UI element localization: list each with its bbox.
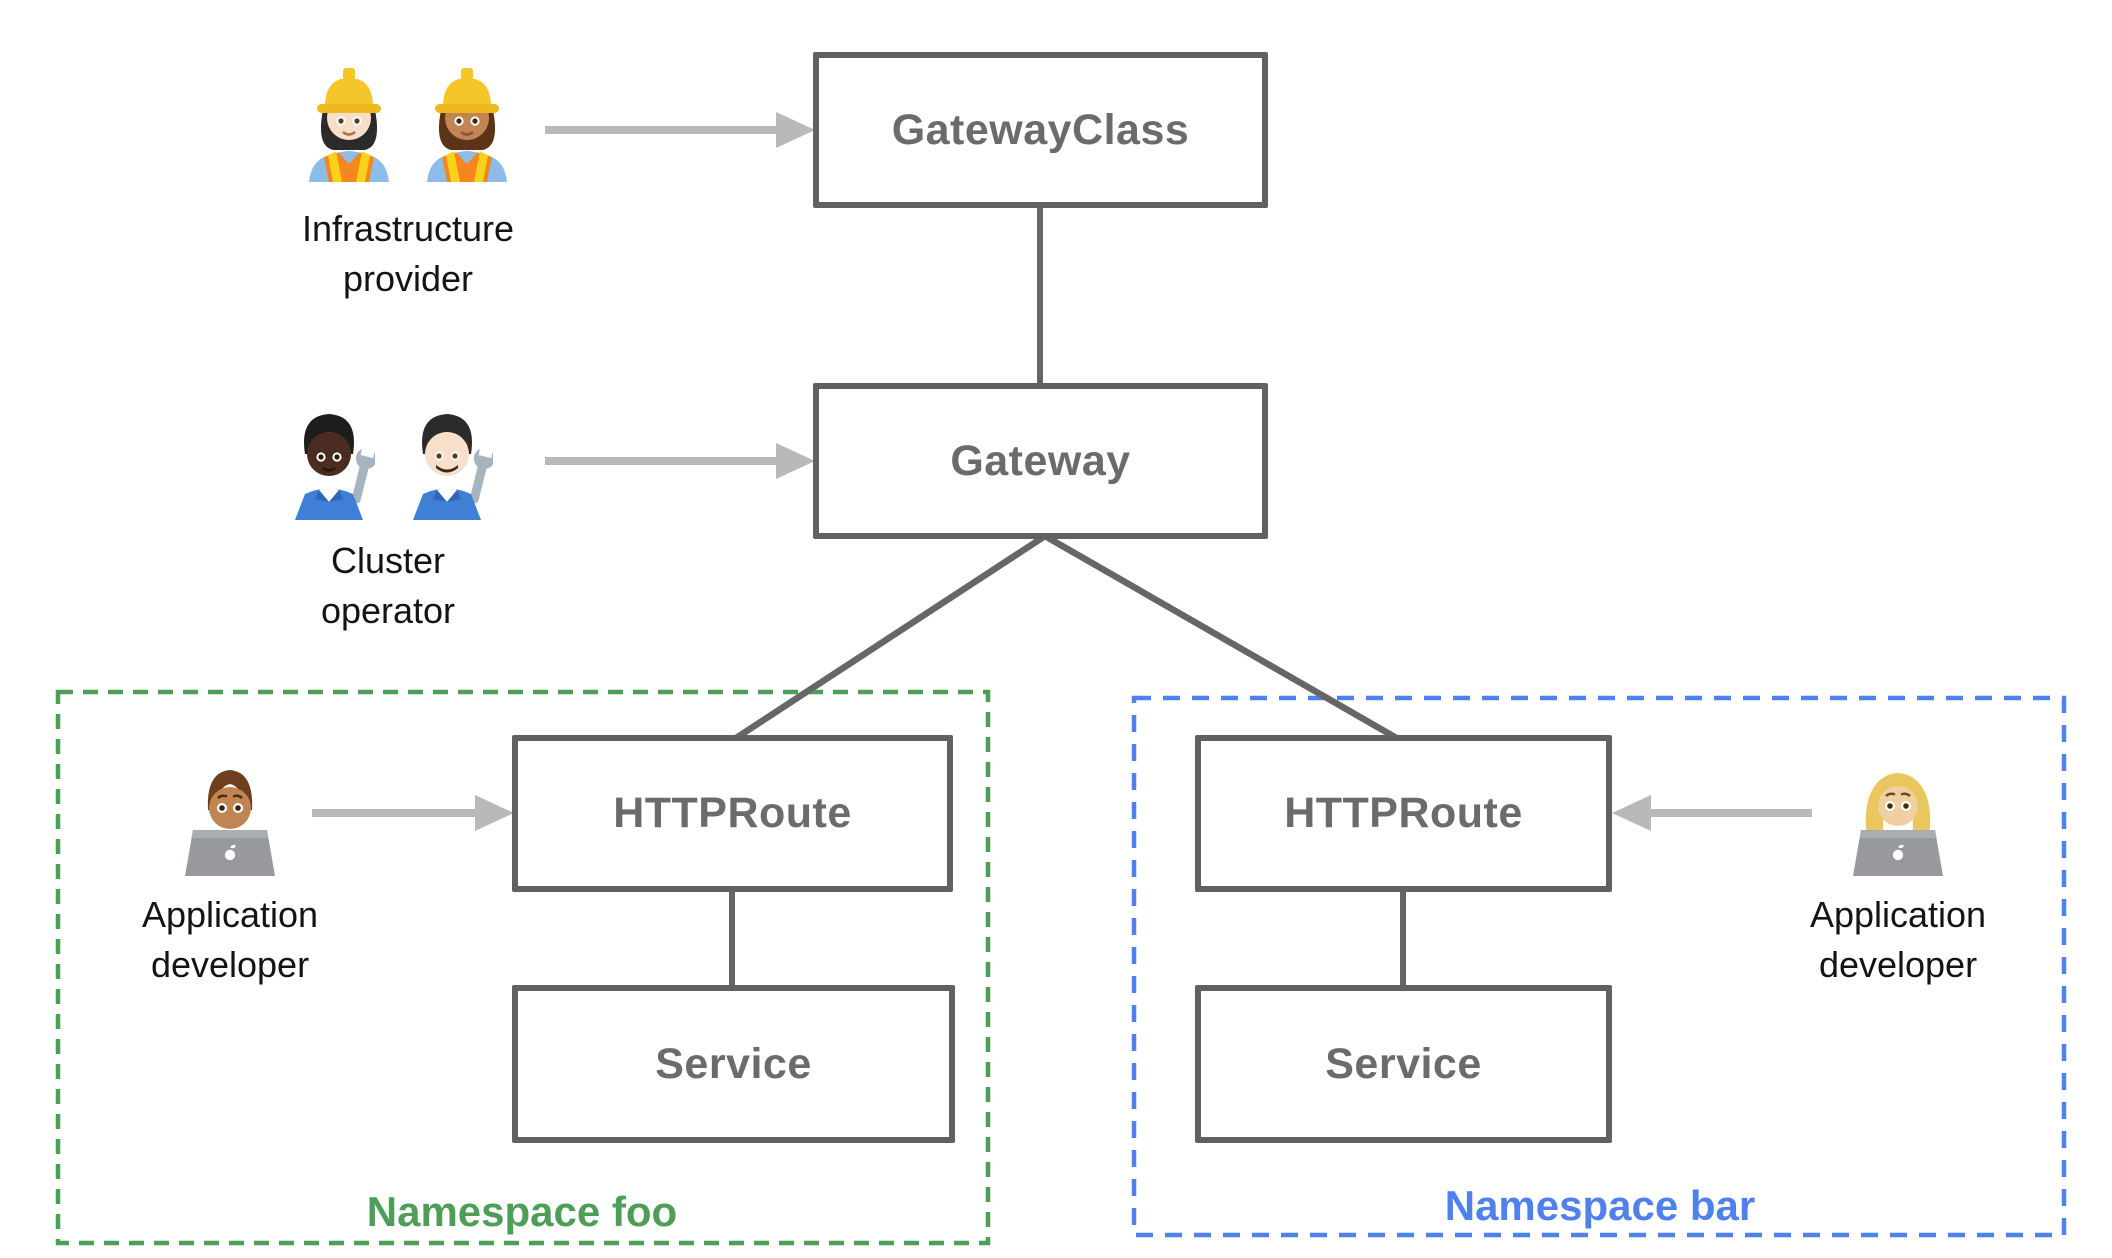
gateway-httproute-fork-edge: [731, 532, 1402, 743]
service-bar-label: Service: [1325, 1039, 1482, 1088]
namespace-bar-boundary: [1131, 695, 2067, 1238]
gatewayclass-label: GatewayClass: [891, 105, 1190, 154]
namespace-foo-boundary: [55, 689, 991, 1246]
service-foo-label: Service: [655, 1039, 812, 1088]
application-developer-bar-label-line1: Application: [1809, 894, 1987, 935]
application-developer-bar-arrow: [1612, 795, 1812, 831]
httproute-foo-node: HTTPRoute: [512, 735, 953, 892]
application-developer-foo-label-line2: developer: [150, 944, 310, 985]
cluster-operator-arrow: [545, 443, 815, 479]
application-developer-bar-persona: Application developer: [1788, 758, 2008, 990]
application-developer-foo-label: Application developer: [142, 890, 318, 990]
httproute-bar-node: HTTPRoute: [1195, 735, 1612, 892]
gateway-node: Gateway: [813, 383, 1268, 539]
httproute-foo-label: HTTPRoute: [613, 789, 852, 837]
service-foo-node: Service: [512, 985, 955, 1143]
httproute-bar-label: HTTPRoute: [1284, 789, 1523, 837]
cluster-operator-label: Cluster operator: [321, 536, 455, 636]
application-developer-foo-label-line1: Application: [141, 894, 319, 935]
man-mechanic-light-skin-emoji: [413, 414, 493, 520]
infrastructure-provider-label-line1: Infrastructure: [301, 208, 515, 249]
woman-construction-worker-light-skin-emoji: [309, 68, 389, 182]
gateway-label: Gateway: [950, 436, 1131, 485]
application-developer-bar-label-line2: developer: [1818, 944, 1978, 985]
application-developer-bar-icons: [1846, 758, 1950, 876]
man-technologist-emoji: [185, 770, 275, 876]
namespace-foo-label: Namespace foo: [366, 1188, 678, 1235]
infrastructure-provider-icons: [303, 60, 513, 182]
woman-technologist-emoji: [1853, 773, 1943, 876]
cluster-operator-label-line1: Cluster: [330, 540, 446, 581]
mechanic-dark-skin-emoji: [295, 414, 375, 520]
cluster-operator-icons: [283, 398, 493, 520]
application-developer-foo-arrow: [312, 795, 514, 831]
service-bar-node: Service: [1195, 985, 1612, 1143]
woman-construction-worker-medium-skin-emoji: [427, 68, 507, 182]
cluster-operator-label-line2: operator: [320, 590, 456, 631]
application-developer-foo-persona: Application developer: [120, 758, 340, 990]
infrastructure-provider-arrow: [545, 112, 815, 148]
infrastructure-provider-persona: Infrastructure provider: [298, 60, 518, 304]
infrastructure-provider-label-line2: provider: [342, 258, 474, 299]
gatewayclass-node: GatewayClass: [813, 52, 1268, 208]
cluster-operator-persona: Cluster operator: [278, 398, 498, 636]
namespace-bar-label: Namespace bar: [1444, 1182, 1756, 1229]
infrastructure-provider-label: Infrastructure provider: [302, 204, 514, 304]
application-developer-bar-label: Application developer: [1810, 890, 1986, 990]
application-developer-foo-icons: [178, 758, 282, 876]
